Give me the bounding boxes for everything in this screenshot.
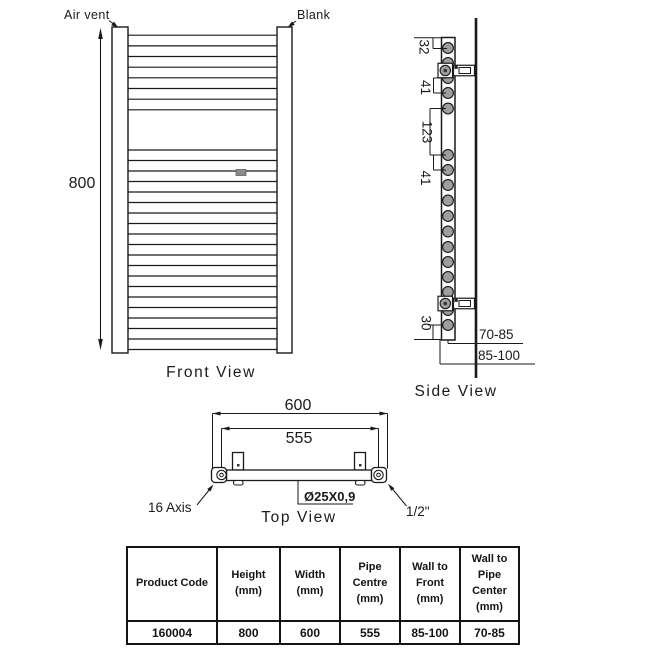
axis-label: 16 Axis (148, 500, 192, 515)
arrow-down-icon (98, 339, 103, 350)
side-view-title: Side View (414, 383, 497, 400)
bracket-ring-center (443, 68, 448, 73)
bracket-foot (232, 479, 244, 486)
arrow-icon (287, 21, 295, 28)
fitting-ring (216, 469, 227, 481)
top-view-title: Top View (261, 509, 336, 526)
bracket-ring-center (443, 301, 448, 306)
arrow-left-icon (212, 411, 221, 416)
air-vent-label: Air vent (64, 8, 110, 22)
arrow-right-icon (370, 426, 379, 431)
side-dim-30: 30 (418, 315, 433, 330)
rung-circle (442, 319, 454, 331)
top-pipe-centre-dim: 555 (286, 430, 313, 447)
bracket-arm-inner (458, 67, 471, 74)
half-inch-leader (392, 488, 407, 507)
header-line: Product Code (135, 577, 209, 590)
bracket-dot (237, 464, 240, 467)
spec-table-value-row: 160004 800 600 555 85-100 70-85 (126, 620, 520, 645)
rung-circle (442, 256, 454, 268)
front-left-post (111, 26, 129, 354)
front-rungs (128, 34, 277, 351)
top-width-dim: 600 (285, 397, 312, 414)
header-line: Pipe (358, 561, 382, 574)
arrow-icon (111, 21, 119, 28)
wall-to-front-dim: 85-100 (478, 348, 520, 363)
header-line: Front (415, 577, 445, 590)
front-view-title: Front View (166, 364, 256, 381)
pipe-spec-label: Ø25X0,9 (304, 489, 355, 504)
front-view (98, 20, 297, 354)
header-line: Center (472, 585, 507, 597)
fitting-ring-center (219, 472, 224, 478)
bracket-foot (354, 479, 366, 486)
header-line: Width (294, 569, 326, 582)
header-line: (mm) (356, 592, 384, 605)
col-product-code: Product Code (126, 546, 218, 622)
front-right-post (276, 26, 293, 354)
side-dim-123: 123 (419, 121, 434, 144)
pipe-spec-leader (297, 481, 353, 505)
value-wall-to-pipe-center: 70-85 (459, 620, 520, 645)
col-height: Height (mm) (216, 546, 281, 622)
arrow-icon (388, 483, 395, 491)
value-product-code: 160004 (126, 620, 218, 645)
blank-label: Blank (297, 8, 331, 22)
value-wall-to-front: 85-100 (399, 620, 461, 645)
header-line: (mm) (476, 600, 503, 613)
side-view (414, 18, 535, 378)
side-wall-brackets (437, 62, 476, 312)
top-fitting-left (210, 466, 228, 484)
rung-circle (442, 271, 454, 283)
arrow-icon (207, 484, 214, 492)
wall-to-pipe-dim: 70-85 (479, 327, 514, 342)
top-bracket-left (231, 451, 245, 471)
value-width: 600 (279, 620, 341, 645)
side-dim-32: 32 (416, 39, 431, 54)
bracket-dot (454, 65, 458, 69)
header-line: Centre (352, 577, 388, 590)
half-inch-label: 1/2" (406, 504, 430, 519)
side-dim-41a: 41 (418, 80, 433, 95)
rung-circle (442, 210, 454, 222)
bracket-arm-inner (458, 300, 471, 307)
bracket-dot (359, 464, 362, 467)
header-line: Pipe (477, 569, 502, 582)
header-line: Wall to (471, 553, 508, 566)
front-clip (235, 169, 247, 176)
value-height: 800 (216, 620, 281, 645)
arrow-right-icon (379, 411, 388, 416)
header-line: Wall to (412, 561, 448, 574)
rung-circle (442, 225, 454, 238)
header-line: Height (231, 569, 266, 582)
top-view (196, 411, 407, 507)
rung-circle (442, 179, 454, 191)
header-line: (mm) (416, 592, 444, 605)
fitting-ring-center (376, 472, 381, 478)
col-width: Width (mm) (279, 546, 341, 622)
value-pipe-centre: 555 (339, 620, 401, 645)
arrow-left-icon (221, 426, 230, 431)
rung-circle (442, 194, 454, 207)
rung-circle (442, 241, 454, 253)
axis-leader (196, 489, 210, 506)
side-dim-41b: 41 (418, 170, 433, 185)
top-tube-bar (225, 469, 373, 482)
front-height-dim: 800 (69, 175, 96, 192)
bracket-dot (454, 298, 458, 302)
header-line: (mm) (235, 585, 262, 597)
arrow-up-icon (98, 28, 103, 39)
top-bracket-right (353, 451, 367, 471)
col-wall-to-front: Wall to Front (mm) (399, 546, 461, 622)
fitting-ring (373, 469, 384, 481)
header-line: (mm) (296, 585, 324, 597)
